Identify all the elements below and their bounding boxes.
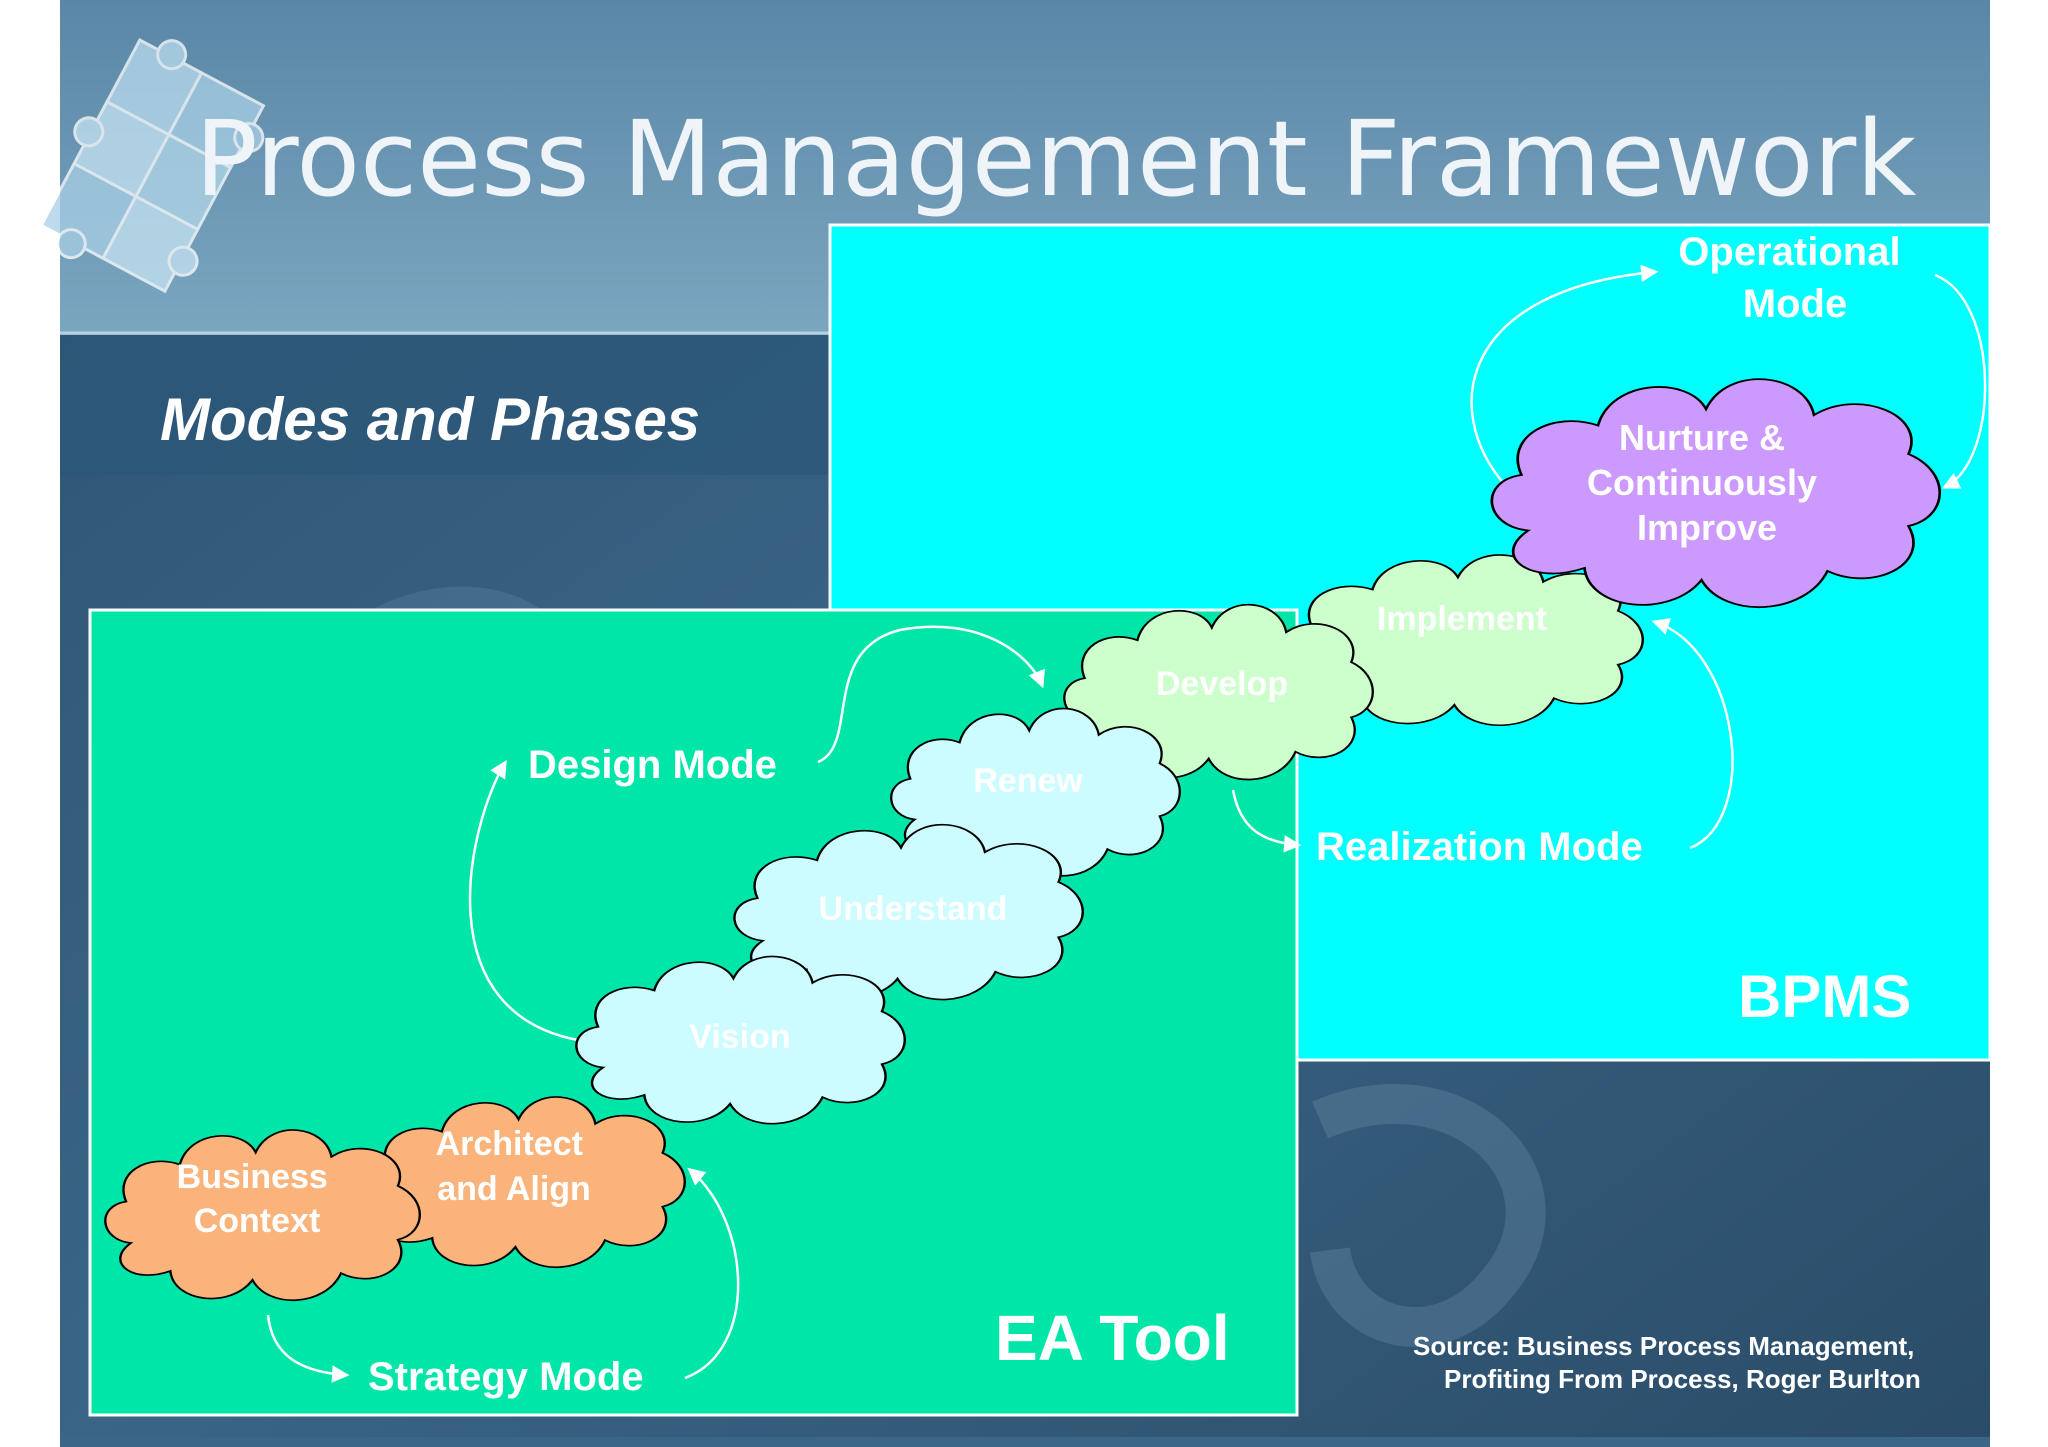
realization-mode-return-arrow — [1651, 618, 1734, 850]
strategy-mode-arrow — [266, 1314, 350, 1383]
bpms-label: BPMS — [1738, 963, 1911, 1030]
subtitle-band — [60, 335, 840, 475]
phase-understand: Understand — [819, 890, 1008, 928]
background-swirl — [1310, 1083, 1546, 1348]
realization-mode-arrow — [1231, 789, 1302, 853]
design-mode-label: Design Mode — [528, 743, 777, 787]
phase-develop: Develop — [1156, 665, 1288, 703]
operational-mode-arrow — [1470, 264, 1659, 486]
ea-tool-label: EA Tool — [995, 1302, 1230, 1374]
source-citation: Source: Business Process Management, Pro… — [1413, 1331, 1922, 1394]
design-mode-arrow — [468, 760, 591, 1044]
realization-mode-label: Realization Mode — [1316, 825, 1643, 869]
phase-business-context: Business Context — [177, 1158, 338, 1240]
section-subtitle: Modes and Phases — [160, 386, 700, 453]
phase-renew: Renew — [973, 762, 1083, 800]
puzzle-pieces-icon — [39, 37, 266, 294]
page-title: Process Management Framework — [195, 98, 1916, 220]
operational-mode-return-arrow — [1934, 273, 1987, 489]
phase-architect-align: Architect and Align — [436, 1125, 593, 1208]
strategy-mode-return-arrow — [684, 1167, 740, 1380]
operational-mode-label: Operational Mode — [1678, 230, 1911, 326]
bottom-band — [60, 1437, 1990, 1447]
phase-nurture: Nurture & Continuously Improve — [1587, 417, 1827, 548]
phase-implement: Implement — [1377, 600, 1547, 638]
phase-vision: Vision — [689, 1018, 790, 1056]
design-mode-return-arrow — [817, 625, 1045, 764]
strategy-mode-label: Strategy Mode — [368, 1355, 644, 1399]
